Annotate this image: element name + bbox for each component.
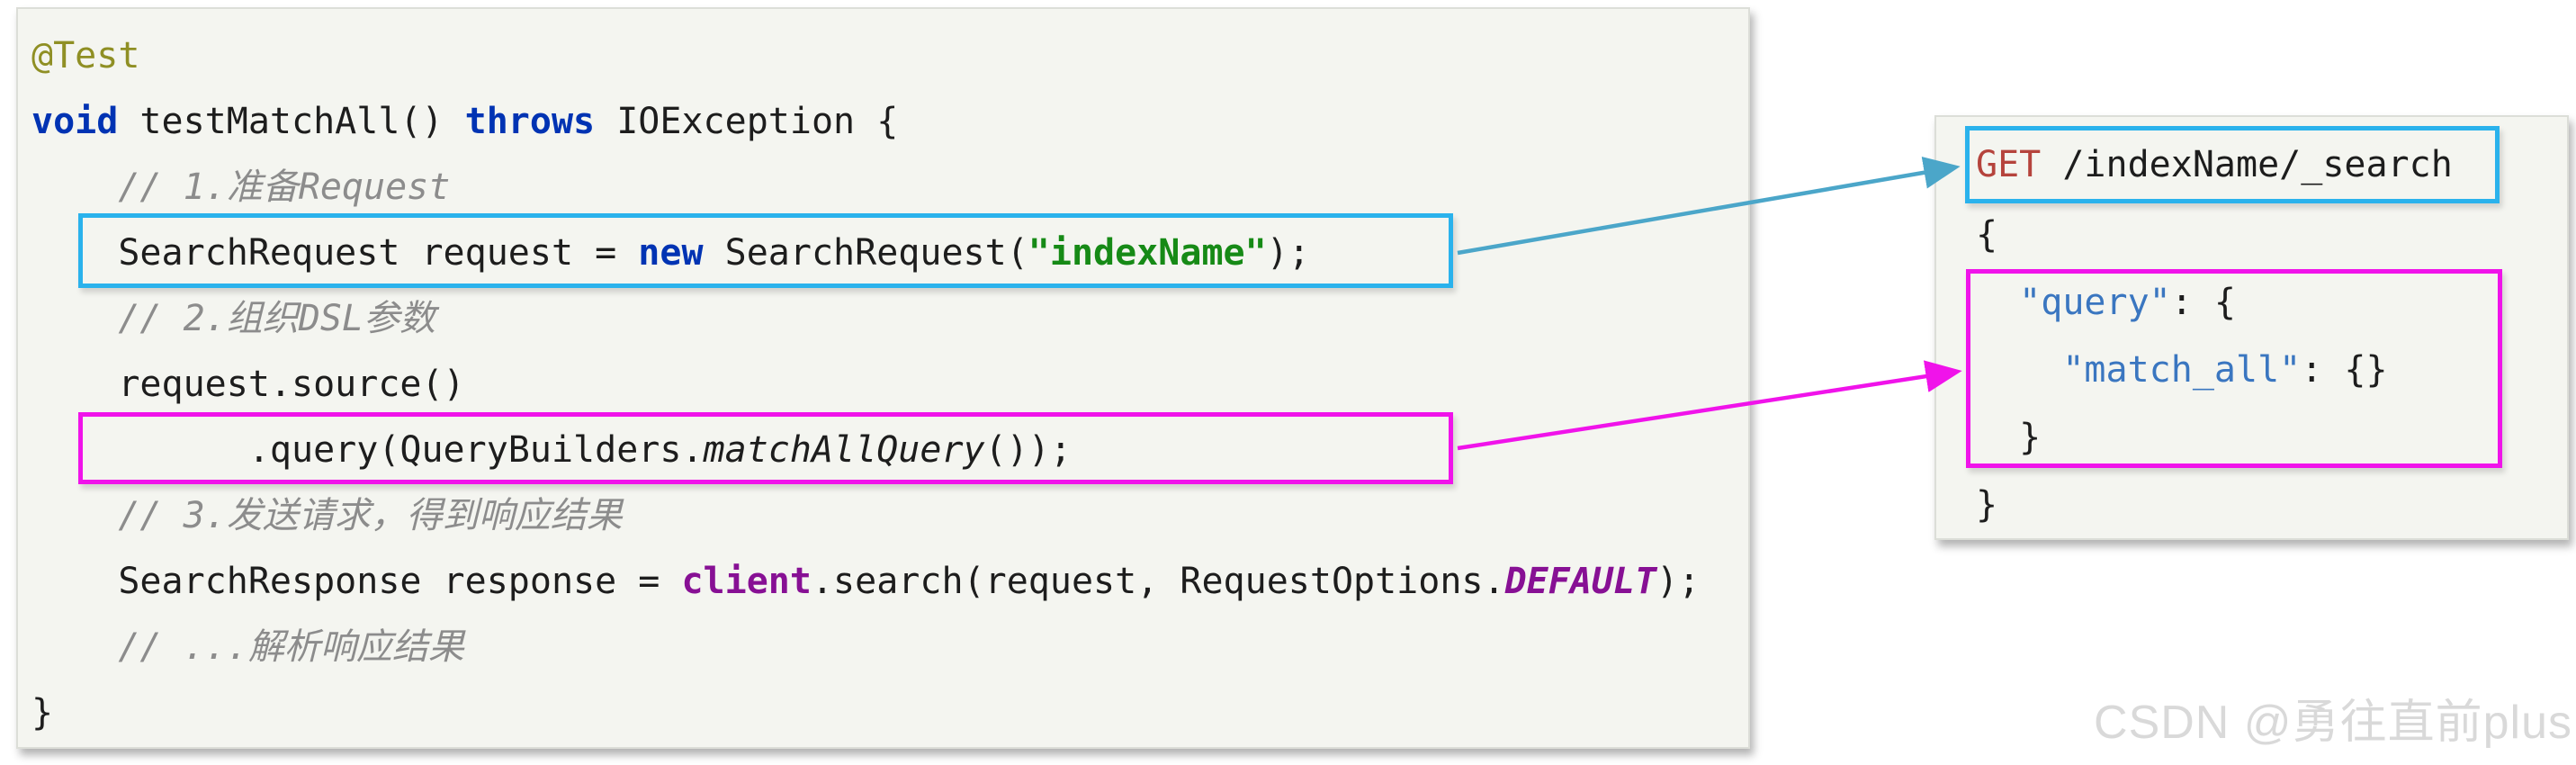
code-token: } <box>31 692 54 734</box>
code-token: SearchResponse response = <box>31 561 682 602</box>
dsl-line: } <box>1976 472 1997 539</box>
dsl-line: { <box>1976 202 1997 269</box>
code-token: ()); <box>984 429 1072 471</box>
static-method-token: matchAllQuery <box>703 429 985 471</box>
http-method-token: GET <box>1976 144 2063 185</box>
field-token: client <box>681 561 812 602</box>
dsl-line: "query": { <box>1976 269 2236 337</box>
code-token: .query(QueryBuilders. <box>31 429 704 471</box>
code-line: } <box>31 680 53 746</box>
code-line: // 1.准备Request <box>31 155 450 220</box>
code-token: request.source() <box>31 364 465 405</box>
code-token: SearchRequest( <box>703 232 1028 274</box>
comment-token: // ...解析响应结果 <box>31 626 464 668</box>
code-line: // 3.发送请求，得到响应结果 <box>31 483 623 549</box>
code-token: IOException { <box>595 101 899 142</box>
dsl-token: { <box>1976 214 1998 256</box>
comment-token: // 1.准备Request <box>31 166 451 208</box>
code-line: // 2.组织DSL参数 <box>31 286 435 352</box>
highlight-box-search-request <box>78 213 1453 288</box>
dsl-token: : {} <box>2301 349 2388 391</box>
code-line: .query(QueryBuilders.matchAllQuery()); <box>31 418 1072 483</box>
watermark: CSDN @勇往直前plus <box>2094 697 2572 749</box>
dsl-token: } <box>1976 417 2042 458</box>
dsl-line: GET /indexName/_search <box>1976 131 2453 199</box>
keyword-token: new <box>638 232 704 274</box>
code-token: .search(request, RequestOptions. <box>811 561 1505 602</box>
json-key-token: "match_all" <box>2062 349 2302 391</box>
dsl-line: } <box>1976 404 2041 472</box>
highlight-box-query-builder <box>78 412 1453 484</box>
highlight-box-query-json <box>1966 269 2502 468</box>
code-token: testMatchAll() <box>118 101 465 142</box>
comment-token: // 3.发送请求，得到响应结果 <box>31 495 623 536</box>
code-line: SearchRequest request = new SearchReques… <box>31 220 1310 286</box>
string-token: "indexName" <box>1028 232 1267 274</box>
dsl-token: } <box>1976 484 1998 526</box>
keyword-token: throws <box>464 101 596 142</box>
code-token: ); <box>1656 561 1701 602</box>
code-line: SearchResponse response = client.search(… <box>31 549 1700 615</box>
json-key-token: "query" <box>2019 282 2171 323</box>
keyword-token: void <box>31 101 119 142</box>
code-token: ); <box>1266 232 1310 274</box>
code-line: request.source() <box>31 352 465 418</box>
dsl-request-panel: GET /indexName/_search { "query": { "mat… <box>1934 115 2569 540</box>
code-line: // ...解析响应结果 <box>31 615 464 680</box>
code-token: SearchRequest request = <box>31 232 639 274</box>
dsl-path-token: /indexName/_search <box>2062 144 2453 185</box>
code-line: void testMatchAll() throws IOException { <box>31 89 898 155</box>
dsl-token: : { <box>2170 282 2236 323</box>
highlight-box-get-line <box>1965 126 2500 203</box>
annotation-token: @Test <box>31 35 140 76</box>
java-code-panel: @Test void testMatchAll() throws IOExcep… <box>16 7 1750 749</box>
constant-token: DEFAULT <box>1504 561 1657 602</box>
dsl-line: "match_all": {} <box>1976 337 2388 404</box>
code-line: @Test <box>31 23 139 89</box>
comment-token: // 2.组织DSL参数 <box>31 298 435 339</box>
